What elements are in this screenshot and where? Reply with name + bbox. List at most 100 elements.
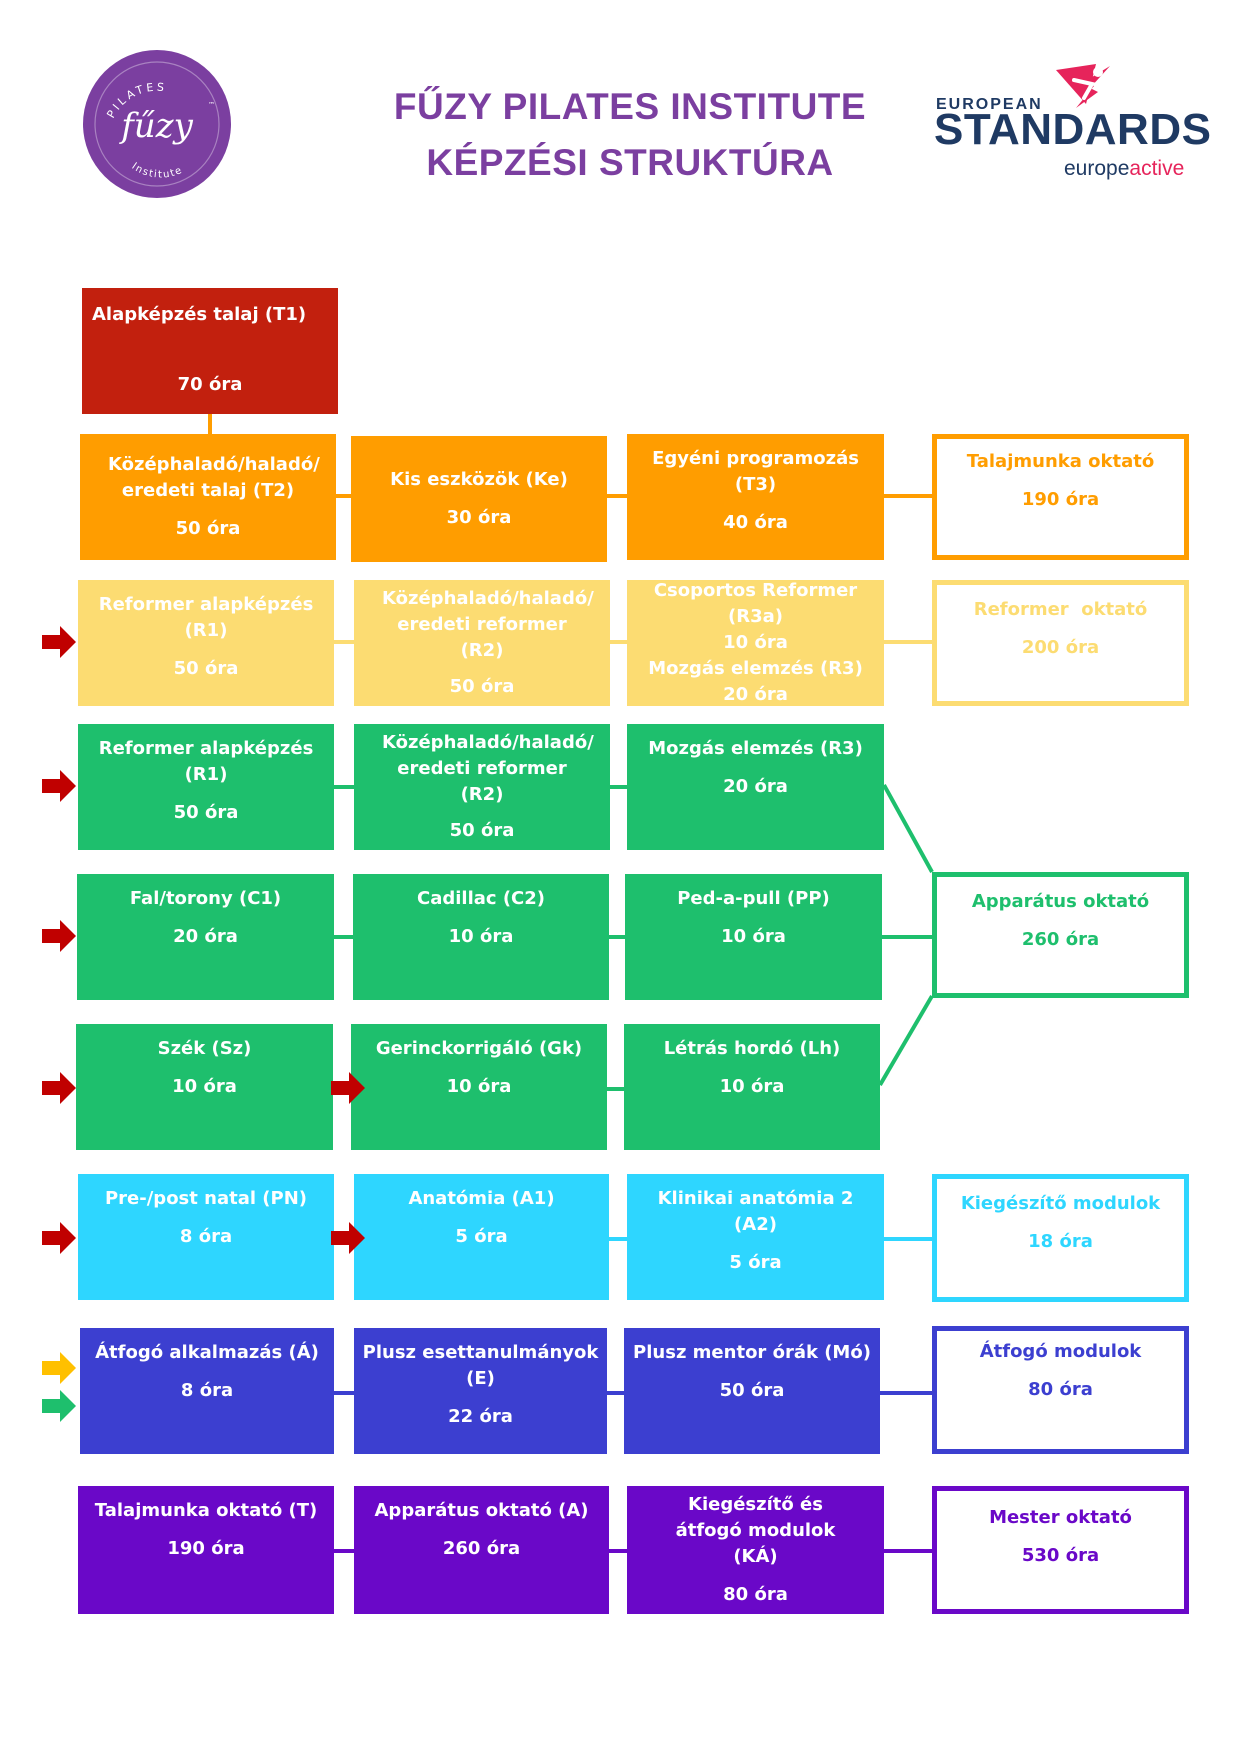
- module-r3-green-hours: 20 óra: [723, 776, 788, 798]
- target-reformer-oktato: Reformer oktató 200 óra: [932, 580, 1189, 706]
- module-t3: Egyéni programozás (T3) 40 óra: [627, 434, 884, 560]
- logo-standards: STANDARDS: [934, 105, 1212, 154]
- target-apparatus-name: Apparátus oktató: [971, 891, 1150, 912]
- module-a1-name: Anatómia (A1): [408, 1188, 555, 1209]
- connector-purple-1: [334, 1549, 364, 1553]
- target-talajmunka-oktato: Talajmunka oktató 190 óra: [932, 434, 1189, 560]
- module-c2-name: Cadillac (C2): [416, 888, 546, 909]
- module-a1-hours: 5 óra: [455, 1226, 508, 1248]
- module-mo-hours: 50 óra: [719, 1380, 785, 1402]
- connector-blue-3: [880, 1391, 934, 1395]
- logo-europe: europe: [1064, 157, 1130, 180]
- fuzy-logo-graphic: PILATES fűzy ™ Institute: [83, 50, 231, 198]
- target-atfogo-modulok: Átfogó modulok 80 óra: [932, 1326, 1189, 1454]
- module-a: Átfogó alkalmazás (Á) 8 óra: [80, 1328, 334, 1454]
- module-pp-name: Ped-a-pull (PP): [677, 888, 830, 909]
- module-a-final-hours: 260 óra: [442, 1538, 521, 1560]
- module-t2: Középhaladó/haladó/ eredeti talaj (T2) 5…: [80, 434, 336, 560]
- module-ke: Kis eszközök (Ke) 30 óra: [351, 436, 607, 562]
- fuzy-pilates-logo: PILATES fűzy ™ Institute: [80, 47, 234, 201]
- module-pn: Pre-/post natal (PN) 8 óra: [78, 1174, 334, 1300]
- connector-green1-1: [334, 785, 364, 789]
- target-atfogo-name: Átfogó modulok: [979, 1341, 1142, 1362]
- logo-active: active: [1129, 157, 1185, 180]
- module-e-hours: 22 óra: [448, 1406, 513, 1428]
- connector-yellow-2: [609, 640, 639, 644]
- arrow-right-icon: [42, 920, 76, 952]
- connector-blue-1: [334, 1391, 364, 1395]
- arrow-right-icon: [331, 1072, 365, 1104]
- module-ke-name: Kis eszközök (Ke): [390, 468, 568, 490]
- module-t-final-name: Talajmunka oktató (T): [94, 1500, 318, 1521]
- page-title-line1: FŰZY PILATES INSTITUTE: [393, 86, 867, 127]
- target-reformer-hours: 200 óra: [1021, 637, 1100, 659]
- module-c2-hours: 10 óra: [448, 926, 514, 948]
- module-gk-hours: 10 óra: [446, 1076, 512, 1098]
- connector-cyan-2: [609, 1237, 639, 1241]
- connector-orange-2: [607, 494, 637, 498]
- arrow-right-icon: [42, 1390, 76, 1422]
- connector-green2-3: [882, 935, 934, 939]
- module-gk-name: Gerinckorrigáló (Gk): [375, 1038, 583, 1059]
- module-r1-green: Reformer alapképzés (R1) 50 óra: [78, 724, 334, 850]
- logo-script: fűzy: [118, 106, 193, 146]
- logo-europeactive: europeactive: [1064, 158, 1184, 179]
- module-c1: Fal/torony (C1) 20 óra: [77, 874, 334, 1000]
- module-mo: Plusz mentor órák (Mó) 50 óra: [624, 1328, 880, 1454]
- arrow-right-icon: [42, 1072, 76, 1104]
- connector-green1-2: [609, 785, 639, 789]
- arrow-right-icon: [42, 626, 76, 658]
- connector-yellow-3: [882, 640, 934, 644]
- target-kiegeszito-name: Kiegészítő modulok: [960, 1193, 1161, 1214]
- target-talajmunka-name: Talajmunka oktató: [966, 451, 1155, 472]
- connector-cyan-3: [882, 1237, 934, 1241]
- target-mester-name: Mester oktató: [989, 1507, 1132, 1528]
- target-mester-hours: 530 óra: [1021, 1545, 1100, 1567]
- module-r1-green-hours: 50 óra: [173, 802, 239, 824]
- arrow-right-icon: [42, 770, 76, 802]
- module-a-name: Átfogó alkalmazás (Á): [95, 1342, 319, 1363]
- module-a2-hours: 5 óra: [729, 1252, 782, 1274]
- module-r3-green: Mozgás elemzés (R3) 20 óra: [627, 724, 884, 850]
- module-ka-hours: 80 óra: [723, 1583, 788, 1605]
- page-title-line2: KÉPZÉSI STRUKTÚRA: [426, 142, 834, 183]
- module-e-name: Plusz esettanulmányok (E): [362, 1342, 599, 1390]
- module-gk: Gerinckorrigáló (Gk) 10 óra: [351, 1024, 607, 1150]
- module-lh-hours: 10 óra: [719, 1076, 785, 1098]
- module-c1-name: Fal/torony (C1): [129, 888, 282, 909]
- module-t3-name: Egyéni programozás (T3): [652, 448, 859, 496]
- module-t2-name: Középhaladó/haladó/ eredeti talaj (T2): [108, 453, 320, 501]
- target-atfogo-hours: 80 óra: [1028, 1379, 1093, 1401]
- connector-purple-2: [609, 1549, 639, 1553]
- module-mo-name: Plusz mentor órák (Mó): [633, 1342, 871, 1363]
- module-lh: Létrás hordó (Lh) 10 óra: [624, 1024, 880, 1150]
- connector-green2-1: [334, 935, 364, 939]
- module-r3a-hours: 10 óra: [723, 631, 788, 653]
- module-c1-hours: 20 óra: [173, 926, 238, 948]
- module-r3a: Csoportos Reformer (R3a) 10 óra Mozgás e…: [627, 580, 884, 706]
- module-a-final-name: Apparátus oktató (A): [374, 1500, 589, 1521]
- module-r2-yellow-name: Középhaladó/haladó/ eredeti reformer (R2…: [382, 588, 594, 662]
- target-mester-oktato: Mester oktató 530 óra: [932, 1486, 1189, 1614]
- module-a1: Anatómia (A1) 5 óra: [354, 1174, 609, 1300]
- module-ke-hours: 30 óra: [446, 507, 512, 528]
- module-sz-hours: 10 óra: [172, 1076, 237, 1098]
- module-a-final: Apparátus oktató (A) 260 óra: [354, 1486, 609, 1614]
- target-talajmunka-hours: 190 óra: [1021, 489, 1100, 511]
- target-reformer-name: Reformer oktató: [973, 599, 1148, 620]
- connector-green3-2: [607, 1087, 637, 1091]
- module-r3-yellow-hours: 20 óra: [723, 684, 788, 706]
- module-lh-name: Létrás hordó (Lh): [663, 1038, 841, 1059]
- arrow-right-icon: [42, 1222, 76, 1254]
- module-r1-yellow-name: Reformer alapképzés (R1): [98, 594, 314, 642]
- module-pn-hours: 8 óra: [179, 1226, 233, 1248]
- connector-green2-2: [607, 935, 637, 939]
- target-apparatus-oktato: Apparátus oktató 260 óra: [932, 872, 1189, 998]
- target-kiegeszito-hours: 18 óra: [1028, 1231, 1093, 1253]
- figure-icon: [1056, 64, 1110, 108]
- module-r3a-name: Csoportos Reformer (R3a): [653, 579, 858, 627]
- module-r1-green-name: Reformer alapképzés (R1): [98, 738, 314, 786]
- module-t1-hours: 70 óra: [177, 373, 243, 395]
- module-r2-yellow-hours: 50 óra: [449, 675, 515, 697]
